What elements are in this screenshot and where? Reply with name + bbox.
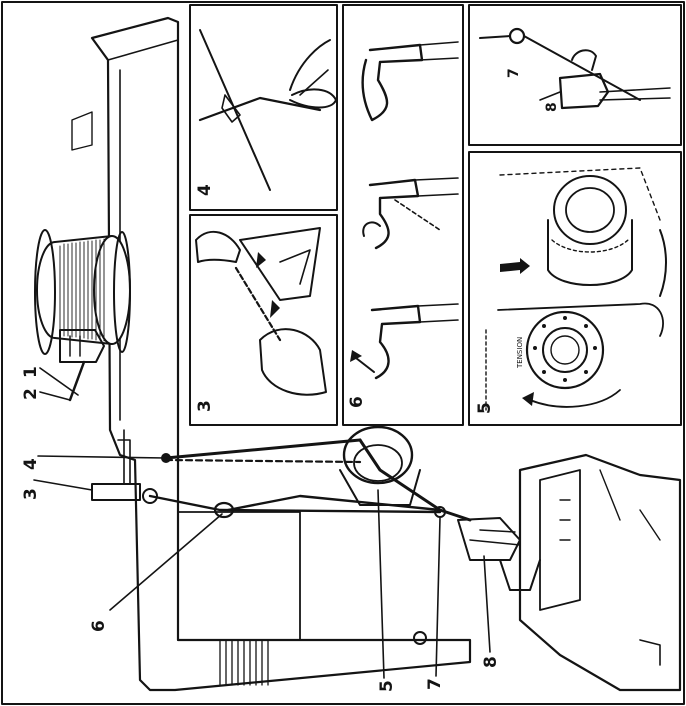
- callout-5: 5: [377, 680, 397, 692]
- thread-guide-assembly: [92, 430, 171, 503]
- front-panel: [178, 512, 300, 640]
- panel-number-6: 6: [347, 396, 367, 408]
- thread-spool: [35, 230, 130, 354]
- panel-take-up-lever-6: [343, 5, 463, 425]
- panel-thread-guide-3: [190, 215, 337, 425]
- callout-7: 7: [425, 678, 445, 690]
- callout-1: 1: [21, 366, 41, 378]
- panel-number-3: 3: [195, 400, 215, 412]
- screw-icon: [414, 632, 426, 644]
- callout-6: 6: [89, 620, 109, 632]
- panel-tension-5: TENSION: [469, 152, 681, 425]
- callout-3: 3: [21, 488, 41, 500]
- machine-base: [520, 455, 680, 690]
- panel-thread-guide-4: [190, 5, 337, 210]
- callout-4: 4: [21, 458, 41, 470]
- vent-grille: [220, 640, 268, 685]
- thread-path: [150, 440, 470, 520]
- tension-dial-main: [340, 427, 420, 505]
- inset-callout-7: 7: [506, 68, 522, 78]
- body-edge: [108, 40, 178, 60]
- panel-number-4: 4: [195, 184, 215, 196]
- tension-dial-label: TENSION: [516, 337, 524, 369]
- callout-8: 8: [481, 656, 501, 668]
- top-latch: [72, 112, 92, 150]
- callout-2: 2: [21, 388, 41, 400]
- needle-area: [458, 518, 540, 590]
- panel-guide-7-8: [469, 5, 681, 145]
- panel-number-5: 5: [475, 402, 495, 414]
- inset-callout-8: 8: [544, 102, 560, 112]
